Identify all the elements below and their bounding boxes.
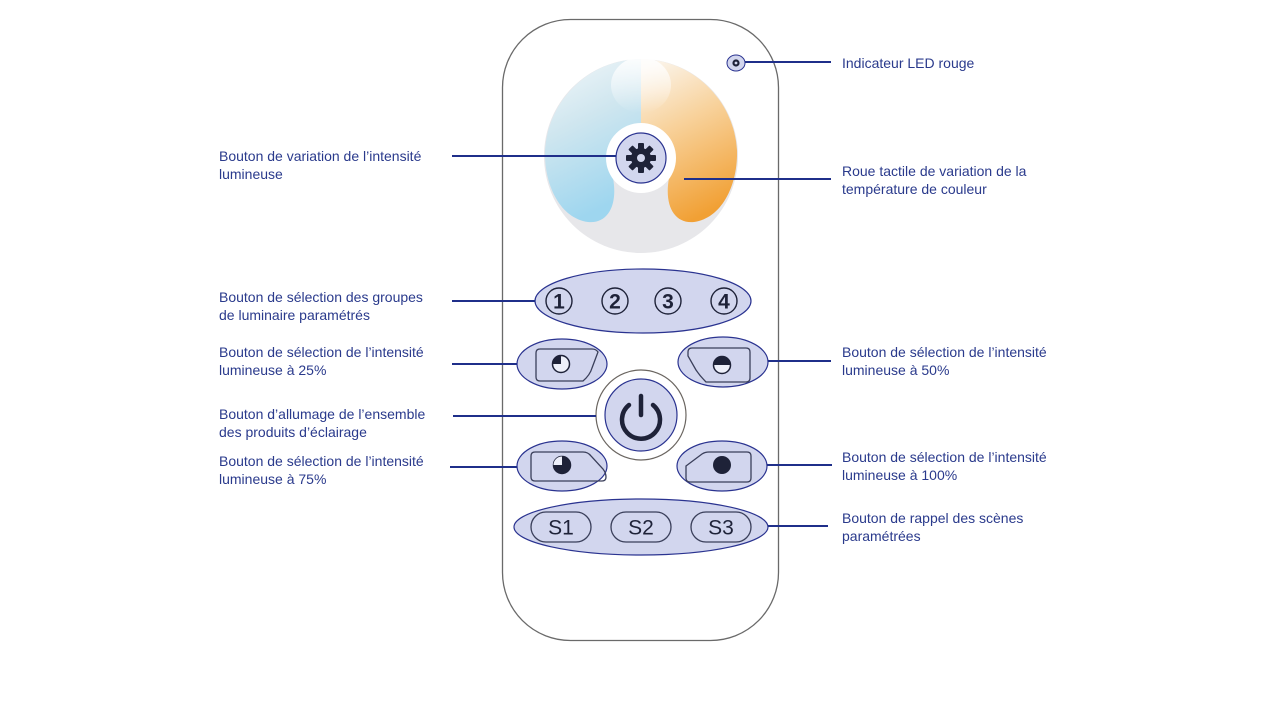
label-color-wheel: Roue tactile de variation de la températ…: [842, 162, 1026, 198]
label-group-buttons: Bouton de sélection des groupes de lumin…: [219, 288, 423, 324]
label-line: Bouton de sélection de l’intensité: [842, 449, 1047, 465]
label-dim-50: Bouton de sélection de l’intensité lumin…: [842, 343, 1047, 379]
three-quarter-circle-icon: [552, 455, 572, 475]
group-button-label: 4: [718, 291, 730, 314]
power-icon: [619, 393, 663, 441]
label-line: lumineuse à 100%: [842, 467, 958, 483]
label-line: Bouton de variation de l’intensité: [219, 148, 422, 164]
scene-button-s3[interactable]: S3: [690, 511, 752, 543]
group-button-label: 1: [553, 291, 565, 314]
scene-button-s2[interactable]: S2: [610, 511, 672, 543]
label-line: de luminaire paramétrés: [219, 307, 370, 323]
group-button-4[interactable]: 4: [710, 287, 738, 315]
leader-lines: [450, 61, 832, 527]
half-circle-icon: [712, 355, 732, 375]
scene-button-label: S2: [628, 517, 654, 540]
dim-100-button[interactable]: [676, 440, 768, 492]
dim-50-button[interactable]: [677, 336, 769, 388]
label-power-button: Bouton d’allumage de l’ensemble des prod…: [219, 405, 425, 441]
label-line: Bouton d’allumage de l’ensemble: [219, 406, 426, 422]
label-line: des produits d’éclairage: [219, 424, 367, 440]
full-circle-icon: [713, 456, 731, 474]
group-button-1[interactable]: 1: [545, 287, 573, 315]
label-dim-75: Bouton de sélection de l’intensité lumin…: [219, 452, 424, 488]
label-line: Bouton de sélection de l’intensité: [219, 344, 424, 360]
dim-25-button[interactable]: [516, 338, 608, 390]
label-line: Roue tactile de variation de la: [842, 163, 1027, 179]
power-button[interactable]: [595, 369, 687, 461]
group-button-label: 2: [609, 291, 621, 314]
dimmer-button[interactable]: [615, 132, 667, 184]
label-dim-100: Bouton de sélection de l’intensité lumin…: [842, 448, 1047, 484]
scene-button-label: S1: [548, 517, 574, 540]
label-line: lumineuse à 75%: [219, 471, 327, 487]
label-line: Bouton de rappel des scènes: [842, 510, 1024, 526]
label-line: paramétrées: [842, 528, 921, 544]
label-line: Bouton de sélection de l’intensité: [842, 344, 1047, 360]
label-line: Bouton de sélection de l’intensité: [219, 453, 424, 469]
label-dimmer-button: Bouton de variation de l’intensité lumin…: [219, 147, 421, 183]
label-line: lumineuse: [219, 166, 283, 182]
label-led-indicator: Indicateur LED rouge: [842, 54, 974, 72]
quarter-circle-icon: [551, 354, 571, 374]
label-line: température de couleur: [842, 181, 987, 197]
label-line: lumineuse à 50%: [842, 362, 950, 378]
group-button-label: 3: [662, 291, 674, 314]
label-dim-25: Bouton de sélection de l’intensité lumin…: [219, 343, 424, 379]
gear-icon: [626, 143, 656, 173]
scene-button-s1[interactable]: S1: [530, 511, 592, 543]
label-line: Bouton de sélection des groupes: [219, 289, 423, 305]
label-line: Indicateur LED rouge: [842, 55, 975, 71]
label-line: lumineuse à 25%: [219, 362, 327, 378]
group-button-2[interactable]: 2: [601, 287, 629, 315]
scene-button-label: S3: [708, 517, 734, 540]
dim-75-button[interactable]: [516, 440, 608, 492]
label-scene-buttons: Bouton de rappel des scènes paramétrées: [842, 509, 1023, 545]
led-indicator: [726, 54, 746, 72]
group-button-3[interactable]: 3: [654, 287, 682, 315]
